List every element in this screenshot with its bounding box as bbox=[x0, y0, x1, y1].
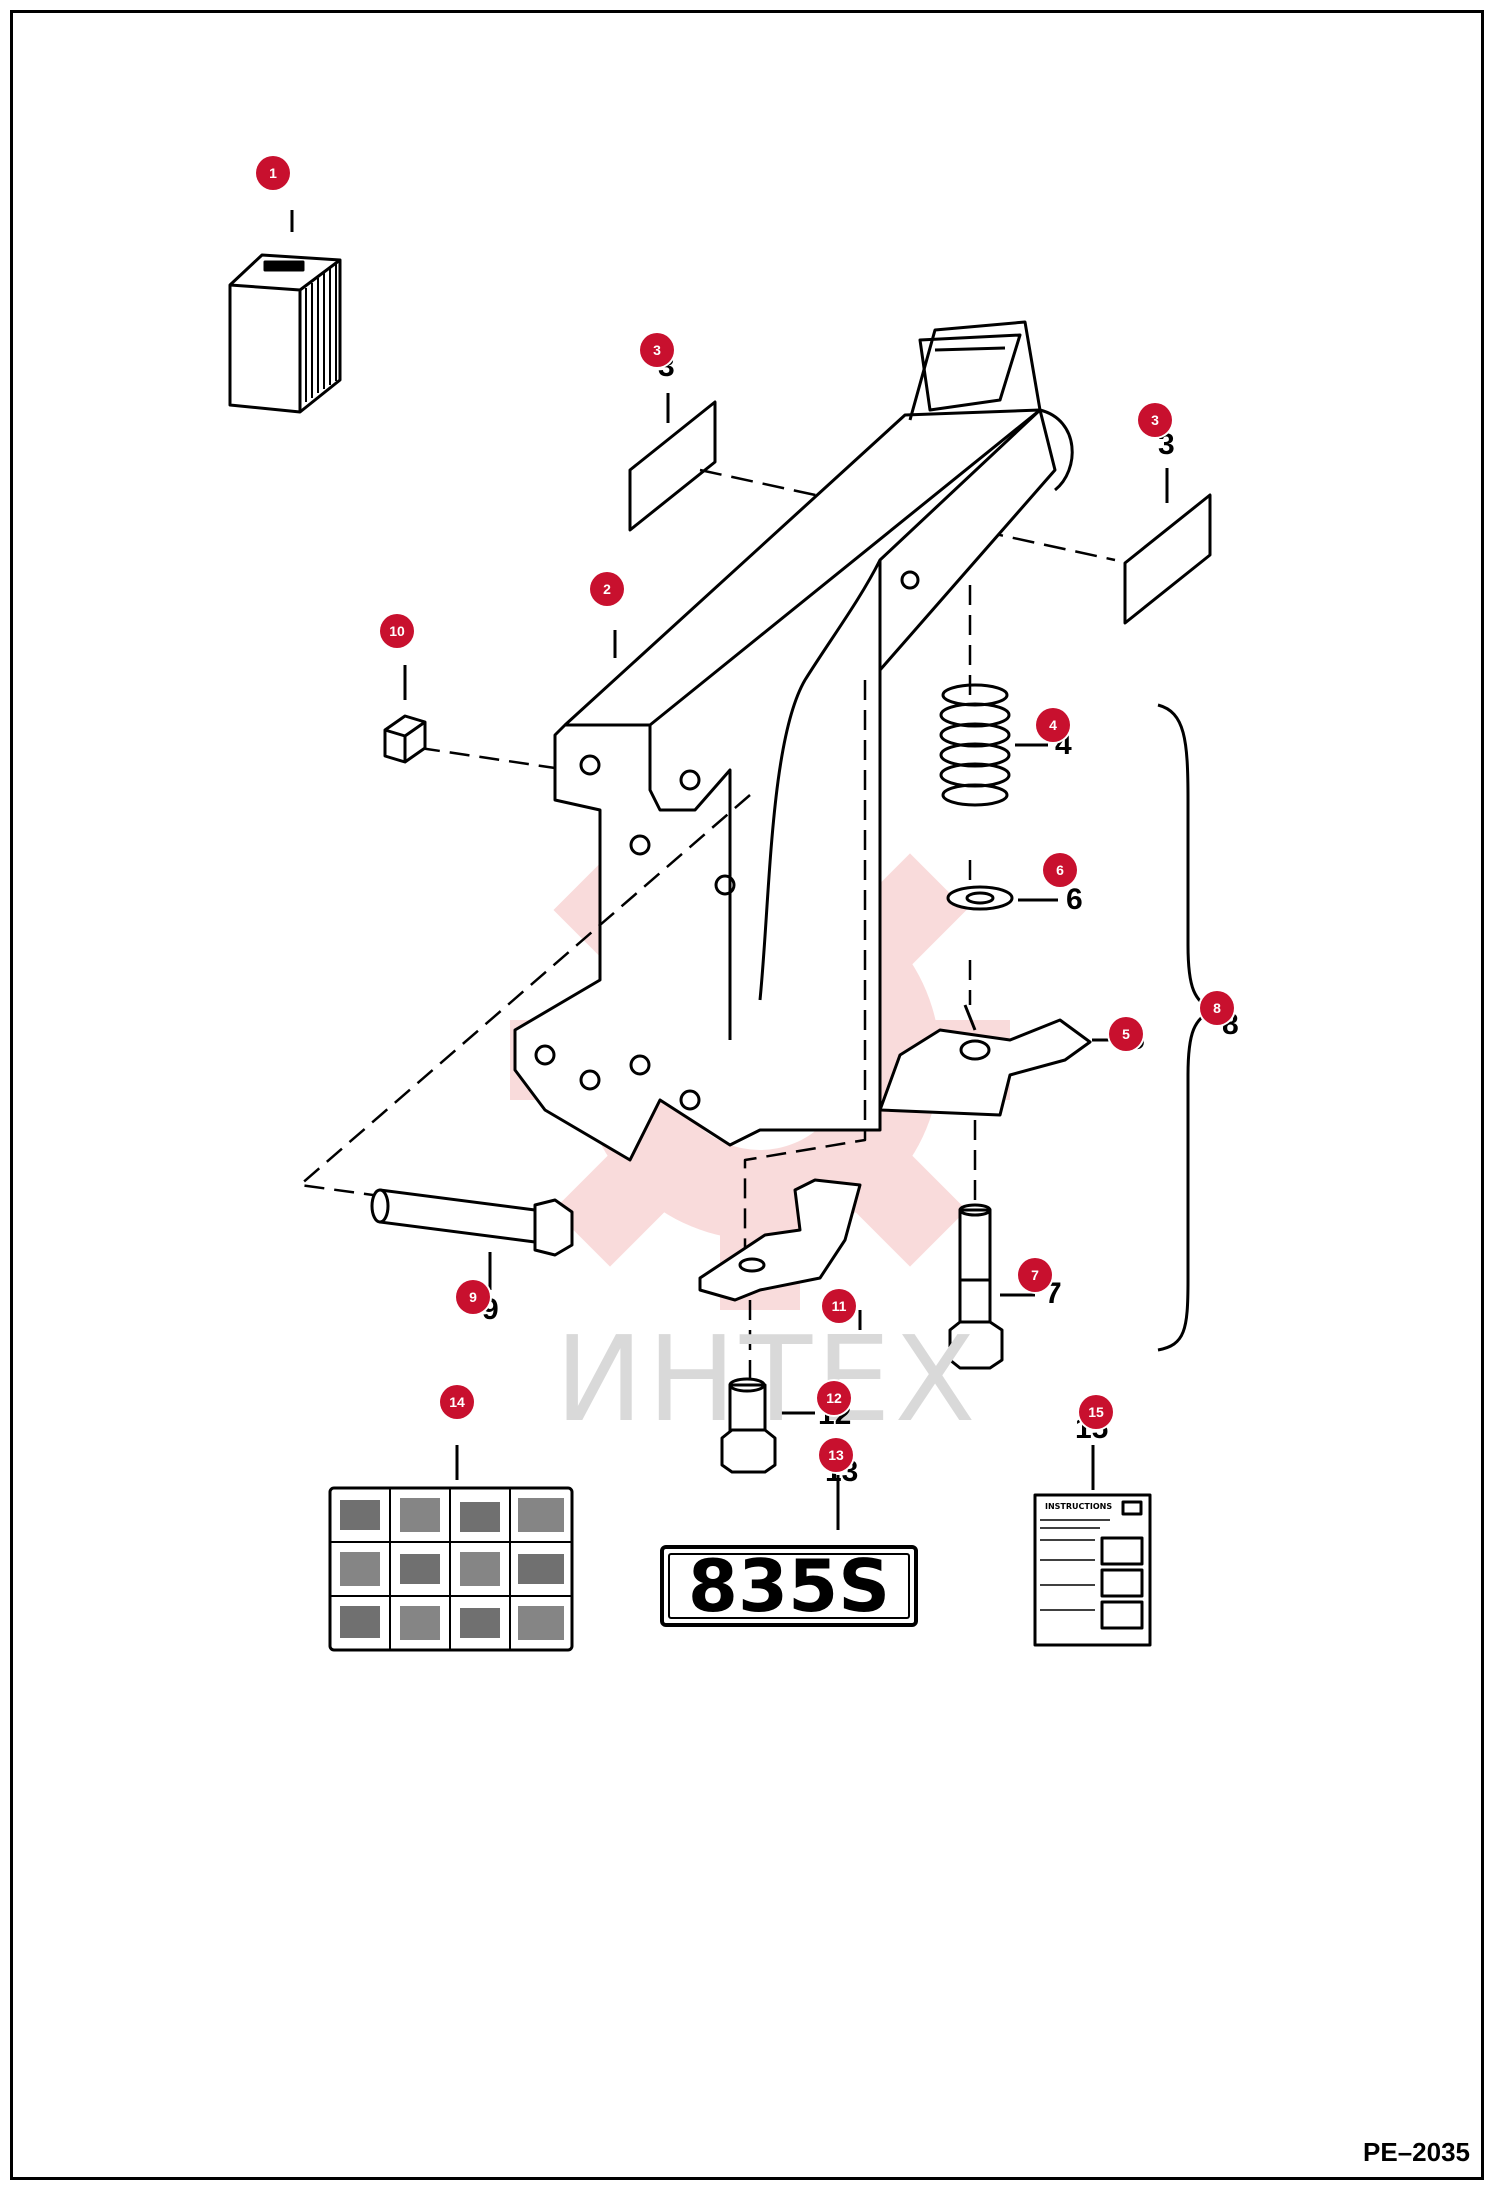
decal-inner-border bbox=[668, 1553, 910, 1619]
part-13-model-decal: 835S bbox=[660, 1544, 918, 1628]
part-14-safety-decal bbox=[328, 1486, 574, 1652]
part-11-plate bbox=[698, 1178, 862, 1330]
callout-12[interactable]: 12 bbox=[817, 1381, 851, 1415]
part-6-washer bbox=[946, 885, 1058, 911]
decal-model-text: 835S bbox=[687, 1544, 891, 1628]
callout-14[interactable]: 14 bbox=[440, 1385, 474, 1419]
callout-13[interactable]: 13 bbox=[819, 1438, 853, 1472]
part-4-spring bbox=[939, 683, 1048, 807]
part-1-block bbox=[228, 210, 342, 414]
part-label-6: 6 bbox=[1066, 883, 1083, 916]
part-10-nut bbox=[383, 665, 427, 764]
watermark-text: ИНТЕХ bbox=[555, 1310, 980, 1448]
callout-10[interactable]: 10 bbox=[380, 614, 414, 648]
callout-3-right[interactable]: 3 bbox=[1138, 403, 1172, 437]
part-5-bracket bbox=[878, 1004, 1120, 1117]
callout-11[interactable]: 11 bbox=[822, 1289, 856, 1323]
callout-4[interactable]: 4 bbox=[1036, 708, 1070, 742]
page-code: PE–2035 bbox=[1363, 2137, 1470, 2167]
part-12-bolt bbox=[720, 1377, 815, 1474]
callout-15[interactable]: 15 bbox=[1079, 1395, 1113, 1429]
callout-1[interactable]: 1 bbox=[256, 156, 290, 190]
part-label-7: 7 bbox=[1045, 1277, 1062, 1310]
callout-8[interactable]: 8 bbox=[1200, 991, 1234, 1025]
callout-5[interactable]: 5 bbox=[1109, 1017, 1143, 1051]
callout-7[interactable]: 7 bbox=[1018, 1258, 1052, 1292]
page-border bbox=[10, 10, 1484, 2180]
callout-2[interactable]: 2 bbox=[590, 572, 624, 606]
part-2-arm bbox=[513, 320, 1074, 1162]
part-7-bolt bbox=[948, 1203, 1035, 1370]
part-3-plate-left bbox=[628, 393, 717, 532]
callout-9[interactable]: 9 bbox=[456, 1280, 490, 1314]
part-9-pin bbox=[370, 1188, 574, 1290]
callout-6[interactable]: 6 bbox=[1043, 853, 1077, 887]
manual-title: INSTRUCTIONS bbox=[1045, 1502, 1113, 1511]
part-label-3b: 3 bbox=[1158, 428, 1175, 461]
callout-3-left[interactable]: 3 bbox=[640, 333, 674, 367]
part-15-manual bbox=[1033, 1493, 1152, 1647]
part-8-kit-brace bbox=[1157, 703, 1214, 1352]
part-3-plate-right bbox=[1123, 468, 1212, 625]
